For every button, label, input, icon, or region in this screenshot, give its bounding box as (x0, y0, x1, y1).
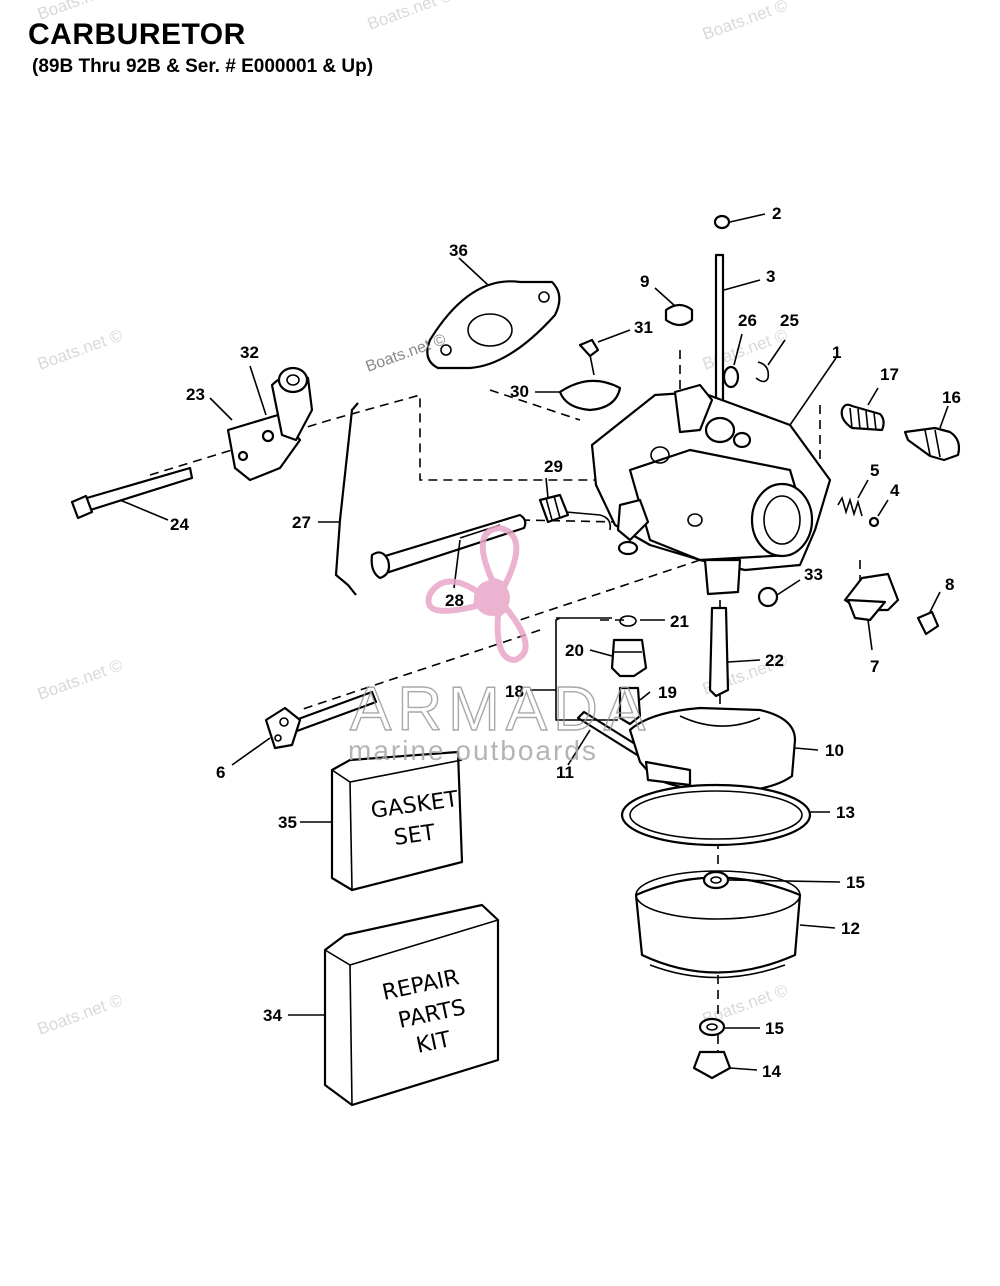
callout-17: 17 (880, 365, 899, 384)
callout-28: 28 (445, 591, 464, 610)
callout-15-bottom: 15 (765, 1019, 784, 1038)
propeller-logo (425, 524, 529, 664)
inlet-needle-assembly (610, 615, 648, 726)
callout-18: 18 (505, 682, 524, 701)
callout-20: 20 (565, 641, 584, 660)
cover-screw (757, 586, 779, 608)
detent-spring (837, 495, 880, 528)
armada-watermark: ARMADA marine outboards (348, 524, 651, 766)
callout-33: 33 (804, 565, 823, 584)
watermark-text: Boats.net © (700, 0, 791, 44)
callout-23: 23 (186, 385, 205, 404)
callout-25: 25 (780, 311, 799, 330)
callout-27: 27 (292, 513, 311, 532)
callout-34: 34 (263, 1006, 282, 1025)
bowl-gasket (620, 783, 812, 847)
callout-16: 16 (942, 388, 961, 407)
callout-8: 8 (945, 575, 954, 594)
watermark-text: Boats.net © (700, 325, 791, 373)
callout-15-top: 15 (846, 873, 865, 892)
callout-labels: 2 3 9 31 26 25 1 17 16 5 4 33 8 7 29 30 … (170, 204, 961, 1081)
welch-plug (664, 303, 694, 327)
callout-11: 11 (556, 763, 574, 782)
callout-14: 14 (762, 1062, 781, 1081)
callout-35: 35 (278, 813, 297, 832)
callout-9: 9 (640, 272, 649, 291)
callout-6: 6 (216, 763, 225, 782)
choke-bracket (226, 366, 314, 482)
repair-kit-box: REPAIR PARTS KIT (323, 903, 500, 1107)
mounting-bolt (70, 466, 194, 520)
callout-26: 26 (738, 311, 757, 330)
brand-name: ARMADA (350, 675, 651, 744)
callout-3: 3 (766, 267, 775, 286)
callout-2: 2 (772, 204, 781, 223)
link-rod (334, 402, 359, 596)
callout-24: 24 (170, 515, 189, 534)
leader-lines (119, 213, 949, 1071)
callout-4: 4 (890, 481, 900, 500)
return-spring (538, 493, 612, 531)
cam-bracket (843, 572, 940, 636)
throttle-shaft (370, 513, 527, 580)
callout-10: 10 (825, 741, 844, 760)
diagram-title: CARBURETOR (28, 18, 246, 51)
washer-and-clip (722, 361, 770, 389)
gasket-set-box: GASKET SET (330, 750, 464, 892)
choke-shaft (264, 690, 378, 750)
callout-22: 22 (765, 651, 784, 670)
throttle-plate-and-screw (558, 338, 622, 412)
callout-7: 7 (870, 657, 879, 676)
watermark-text: Boats.net © (365, 0, 456, 34)
callout-12: 12 (841, 919, 860, 938)
watermark-text: Boats.net © (35, 655, 126, 703)
watermark-text: Boats.net © (35, 0, 126, 24)
main-jet (708, 606, 730, 698)
float-bowl (634, 870, 802, 979)
gasket-set-label-2: SET (392, 820, 437, 851)
callout-1: 1 (832, 343, 841, 362)
watermark-text: Boats.net © (35, 325, 126, 373)
callout-36: 36 (449, 241, 468, 260)
callout-30: 30 (510, 382, 529, 401)
callout-13: 13 (836, 803, 855, 822)
carburetor-body (590, 383, 832, 596)
callout-bracket-18 (530, 617, 618, 721)
callout-32: 32 (240, 343, 259, 362)
callout-31: 31 (634, 318, 653, 337)
bowl-fasteners (692, 870, 732, 1080)
callout-5: 5 (870, 461, 879, 480)
callout-29: 29 (544, 457, 563, 476)
flange-gasket (426, 280, 561, 370)
watermark-text: Boats.net © (35, 990, 126, 1038)
diagram-subtitle: (89B Thru 92B & Ser. # E000001 & Up) (32, 56, 374, 77)
idle-needle-assembly (840, 403, 961, 462)
callout-21: 21 (670, 612, 689, 631)
callout-19: 19 (658, 683, 677, 702)
float (628, 706, 797, 794)
brand-tagline: marine outboards (348, 735, 598, 766)
